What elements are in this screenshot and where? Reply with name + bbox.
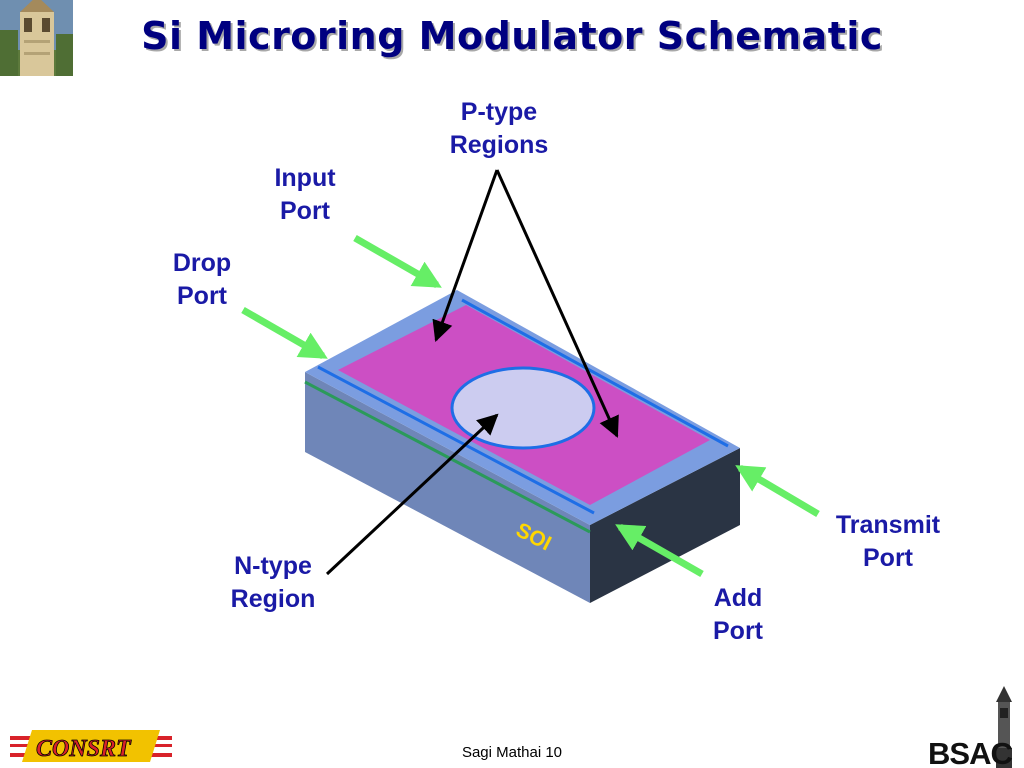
p-type-line-1: P-type	[460, 98, 538, 126]
n-type-pointer	[325, 413, 499, 576]
add-port-line-1: Add	[713, 584, 763, 612]
n-type-line-2: Region	[230, 585, 316, 613]
input-port-label: Input Port	[255, 162, 355, 228]
bsac-logo-text: BSAC	[928, 736, 1012, 768]
drop-port-line-2: Port	[177, 282, 227, 310]
drop-port-arrow	[241, 306, 328, 360]
input-port-line-2: Port	[280, 197, 330, 225]
drop-port-line-1: Drop	[172, 249, 232, 277]
n-type-region-label: N-type Region	[214, 550, 332, 616]
bus-waveguide-upper	[461, 298, 729, 448]
chip-side-face	[590, 448, 740, 603]
add-port-arrow	[615, 523, 704, 578]
chip-front-face	[305, 372, 590, 603]
slide-footer: Sagi Mathai 10	[461, 744, 563, 761]
campanile-photo	[0, 0, 73, 76]
p-type-line-2: Regions	[449, 131, 549, 159]
drop-port-label: Drop Port	[152, 247, 252, 313]
slide-title: Si Microring Modulator Schematic	[141, 14, 883, 58]
add-port-line-2: Port	[713, 617, 763, 645]
p-type-pointer-left	[432, 169, 499, 342]
soi-edge-line	[304, 380, 591, 534]
n-type-line-1: N-type	[234, 552, 312, 580]
transmit-port-label: Transmit Port	[820, 509, 956, 575]
transmit-port-line-1: Transmit	[835, 511, 941, 539]
consrt-logo: CONSRT	[10, 730, 172, 762]
input-port-line-1: Input	[274, 164, 336, 192]
p-type-regions-label: P-type Regions	[438, 96, 560, 162]
add-port-label: Add Port	[688, 582, 788, 648]
transmit-port-arrow	[735, 464, 820, 518]
consrt-logo-text: CONSRT	[36, 736, 132, 762]
bsac-logo: BSAC	[928, 686, 1013, 768]
transmit-port-line-2: Port	[863, 544, 913, 572]
input-port-arrow	[353, 234, 442, 289]
p-type-pointer-right	[495, 169, 619, 438]
bus-waveguide-lower	[317, 365, 595, 515]
